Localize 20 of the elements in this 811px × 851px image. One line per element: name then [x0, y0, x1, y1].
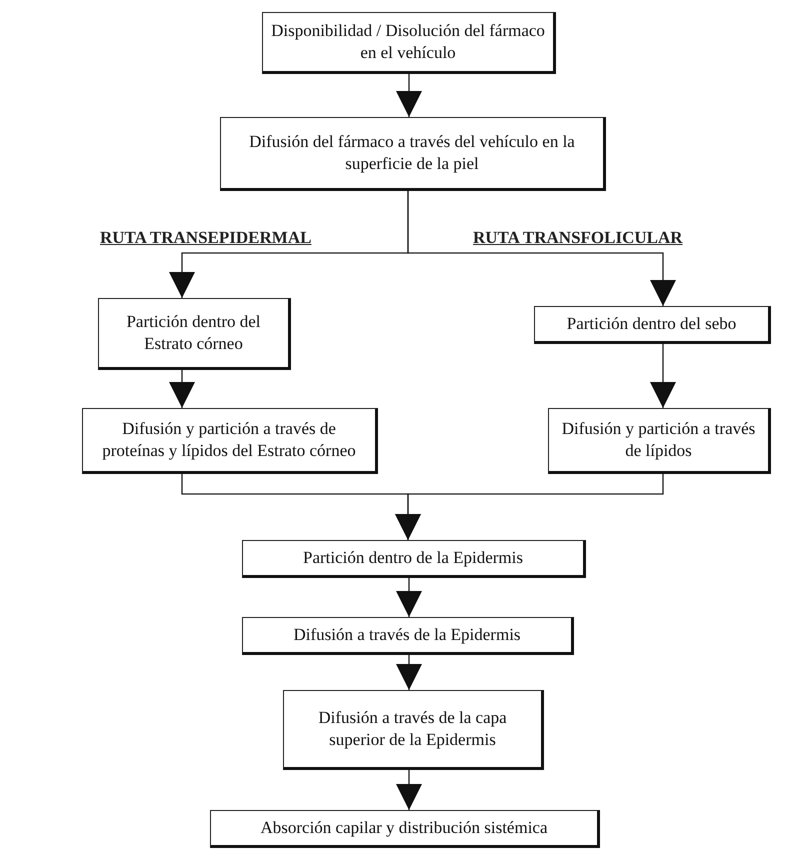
process-box: Absorción capilar y distribución sistémica	[210, 810, 600, 848]
process-box: Difusión y partición a través de lípidos	[548, 408, 771, 474]
process-box: Partición dentro del Estrato córneo	[98, 298, 291, 370]
arrow	[395, 474, 664, 540]
process-box: Difusión a través de la Epidermis	[242, 617, 574, 655]
arrow	[169, 370, 195, 408]
route-heading: RUTA TRANSEPIDERMAL	[100, 228, 312, 248]
arrow	[396, 655, 422, 690]
process-box: Partición dentro del sebo	[534, 306, 771, 344]
process-box: Difusión a través de la capa superior de la Epidermis	[283, 690, 544, 770]
route-heading: RUTA TRANSFOLICULAR	[473, 228, 683, 248]
arrow	[396, 770, 422, 810]
process-box: Disponibilidad / Disolución del fármaco en el vehículo	[262, 12, 556, 74]
arrow	[396, 578, 422, 617]
process-box: Difusión del fármaco a través del vehículo en la superficie de la piel	[220, 117, 606, 191]
process-box: Difusión y partición a través de proteínas y lípidos del Estrato córneo	[82, 408, 378, 474]
arrow	[407, 191, 676, 306]
process-box: Partición dentro de la Epidermis	[242, 540, 586, 578]
arrow	[396, 74, 422, 117]
arrow	[650, 344, 676, 408]
